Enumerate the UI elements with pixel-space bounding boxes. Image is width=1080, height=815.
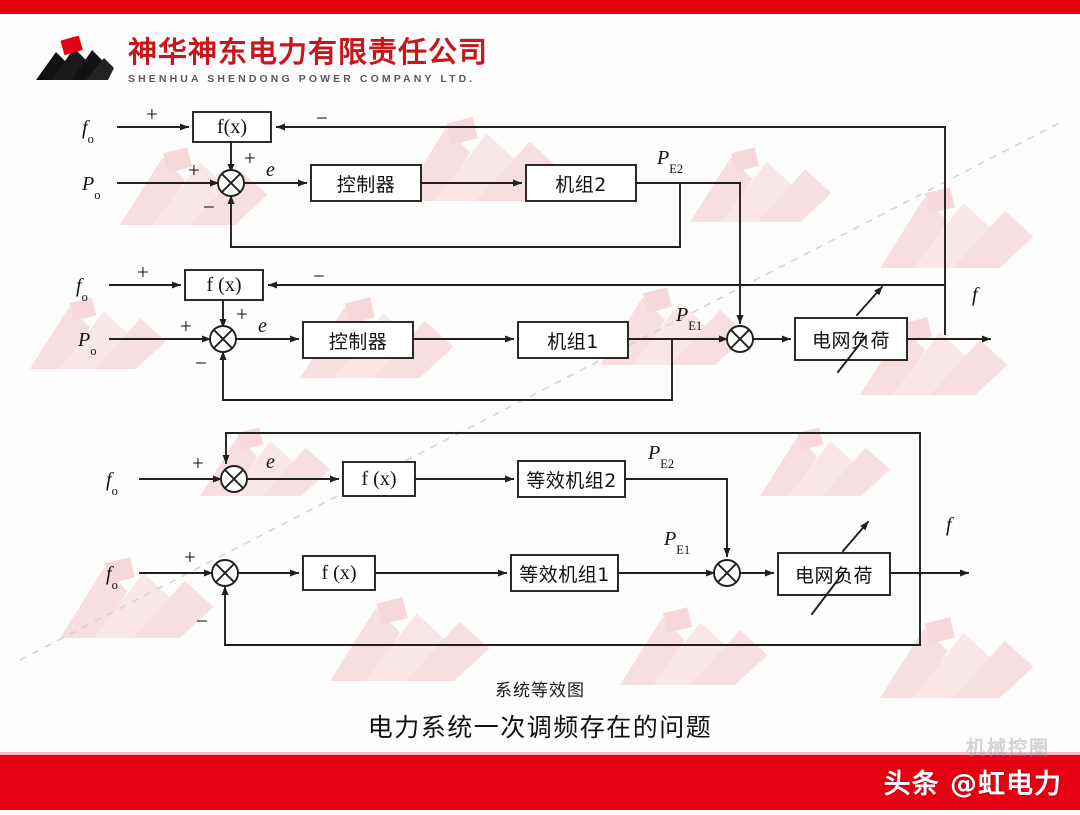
figure-subcaption: 系统等效图 [0,676,1080,701]
figure-main-caption: 电力系统一次调频存在的问题 [0,708,1080,744]
sign-minus-feedback-mid: − [313,266,325,287]
sign-plus-f0-top: + [146,104,158,125]
error-label-equiv: e [266,452,275,472]
error-label-top: e [266,160,275,180]
sign-plus-fx-mid: + [236,304,248,325]
sign-minus-p0-mid: − [195,353,207,374]
sign-plus-fx-top: + [244,148,256,169]
sign-minus-equiv-bot: − [196,611,208,632]
input-f0-label-equiv-bot: fo [106,564,118,588]
freq-output-label-mid: f [972,285,978,305]
input-p0-label-top: Po [82,174,100,198]
pe1-label-mid: PE1 [676,305,702,329]
sign-plus-f0-mid: + [137,262,149,283]
sign-minus-feedback-top: − [316,108,328,129]
input-p0-label-mid: Po [78,330,96,354]
pe2-label-top: PE2 [657,148,683,172]
sign-plus-p0-mid: + [180,316,192,337]
sign-plus-equiv-bot: + [184,547,196,568]
sign-minus-p0-top: − [203,197,215,218]
input-f0-label-top: fo [82,118,94,142]
channel-watermark: 机械控圈 [966,733,1050,760]
freq-output-label-equiv: f [946,515,952,535]
pe1-label-equiv: PE1 [664,529,690,553]
input-f0-label-mid: fo [76,276,88,300]
sign-plus-equiv-top: + [192,453,204,474]
sign-plus-p0-top: + [188,160,200,181]
pe2-label-equiv: PE2 [648,443,674,467]
toutiao-brand-footer: 头条 @虹电力 [884,762,1062,801]
error-label-mid: e [258,316,267,336]
input-f0-label-equiv-top: fo [106,470,118,494]
